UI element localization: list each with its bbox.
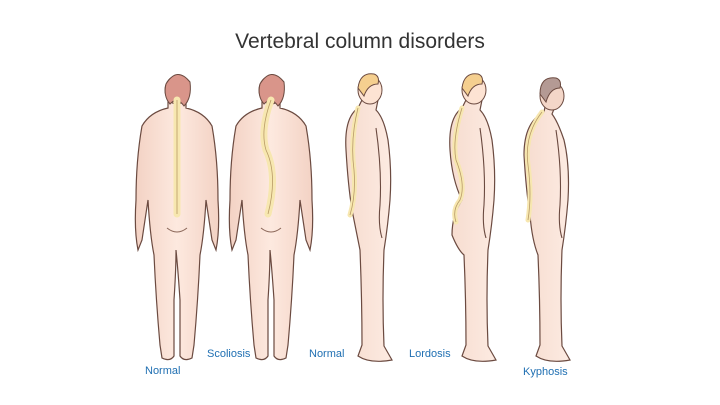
figure-lordosis-side [449,73,497,362]
figure-scoliosis-back [228,74,314,361]
label-kyphosis: Kyphosis [523,366,568,378]
page-title: Vertebral column disorders [235,30,485,53]
label-scoliosis: Scoliosis [207,348,251,360]
figure-normal-side [345,73,393,362]
figure-kyphosis-side [523,77,571,362]
label-lordosis: Lordosis [409,348,451,360]
label-normal-back: Normal [145,365,181,377]
label-normal-side: Normal [309,348,345,360]
figure-normal-back [134,74,220,361]
